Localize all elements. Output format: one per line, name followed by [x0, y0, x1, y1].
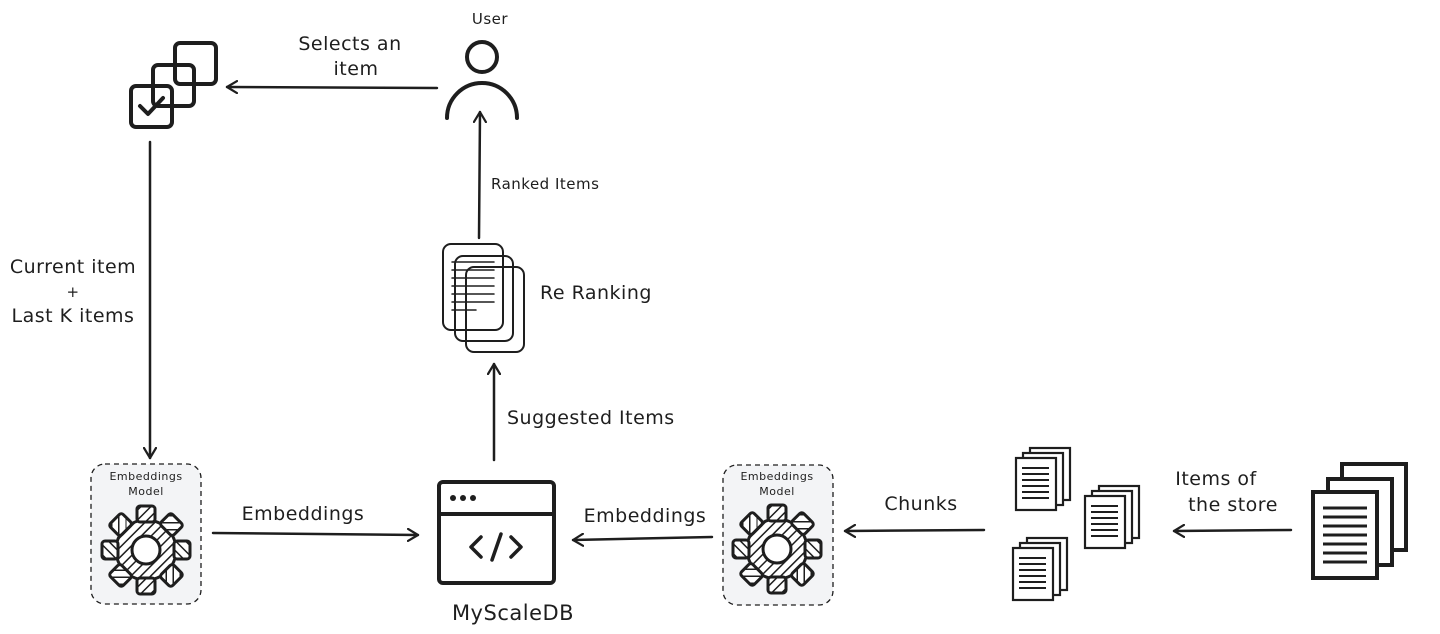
suggested-items-label: Suggested Items	[507, 407, 675, 429]
rerank-label: Re Ranking	[540, 282, 652, 304]
selects-label-line2: item	[334, 58, 379, 80]
edge-store-to-chunks	[1172, 530, 1293, 531]
current-item-label-line3: Last K items	[12, 305, 135, 327]
code-window-icon	[437, 480, 556, 585]
edge-user-to-selection	[225, 87, 439, 88]
store-label-line2: the store	[1188, 494, 1278, 516]
embeddings-right-label: Embeddings	[584, 505, 707, 527]
model-right-label-line2: Model	[759, 485, 795, 498]
selects-label-line1: Selects an	[298, 33, 401, 55]
model-left-label-line2: Model	[128, 485, 164, 498]
store-label-line1: Items of	[1175, 468, 1257, 490]
embeddings-model-right	[722, 464, 834, 606]
current-item-label-line1: Current item	[10, 256, 136, 278]
checklist-icon	[129, 41, 218, 129]
model-left-label-line1: Embeddings	[109, 470, 182, 483]
document-stack-icon	[1311, 462, 1408, 580]
gear-icon	[100, 504, 192, 596]
edge-chunks-to-model	[843, 530, 986, 531]
user-label: User	[472, 10, 509, 28]
embeddings-left-label: Embeddings	[242, 503, 365, 525]
document-copies-icon	[1011, 446, 1141, 602]
edge-rerank-to-user	[479, 110, 480, 240]
current-item-label-line2: +	[66, 283, 79, 301]
edge-model-right-to-db	[571, 537, 714, 540]
model-right-label-line1: Embeddings	[740, 470, 813, 483]
edge-model-to-db	[211, 533, 420, 535]
user-icon	[445, 40, 519, 120]
ranked-items-label: Ranked Items	[491, 175, 599, 193]
documents-stack-icon	[442, 243, 525, 353]
embeddings-model-left	[90, 463, 202, 605]
gear-icon	[731, 503, 823, 595]
db-label: MyScaleDB	[452, 601, 574, 625]
chunks-label: Chunks	[884, 493, 957, 515]
